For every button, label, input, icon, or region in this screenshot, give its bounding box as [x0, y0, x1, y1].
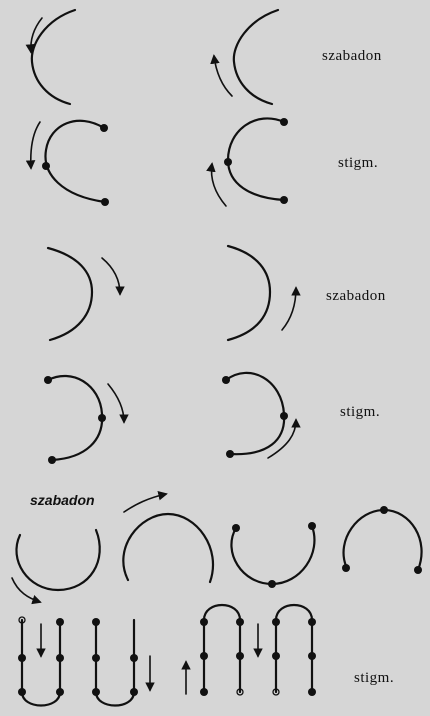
point	[380, 506, 388, 514]
label-row6: stigm.	[354, 670, 394, 687]
label-row1: szabadon	[322, 48, 382, 65]
arc-5d	[344, 510, 422, 570]
label-row4: stigm.	[340, 404, 380, 421]
point	[280, 196, 288, 204]
point	[200, 618, 208, 626]
arrow-3-right	[282, 288, 296, 330]
rc-curve-3-left	[48, 248, 92, 340]
rc-curve-4-right	[226, 373, 284, 454]
point	[308, 618, 316, 626]
point	[280, 118, 288, 126]
arrow-5a	[12, 578, 40, 602]
point	[200, 688, 208, 696]
point	[42, 162, 50, 170]
rc-curve-4-left	[48, 376, 102, 460]
point	[222, 376, 230, 384]
point	[130, 688, 138, 696]
arrow-3-left	[102, 258, 120, 294]
point	[272, 618, 280, 626]
point	[342, 564, 350, 572]
point	[232, 524, 240, 532]
point	[308, 522, 316, 530]
arrow-2-right	[212, 164, 226, 206]
point	[280, 412, 288, 420]
loop-6c	[204, 605, 240, 620]
arrow-5b	[124, 494, 166, 512]
point	[308, 688, 316, 696]
point	[236, 652, 244, 660]
arrow-4-right	[268, 420, 296, 458]
loop-6a	[22, 692, 60, 706]
point	[268, 580, 276, 588]
arc-5c	[231, 526, 314, 584]
label-row5: szabadon	[30, 492, 95, 508]
c-curve-2-right	[228, 118, 284, 200]
c-curve-1-right	[234, 10, 278, 104]
point	[130, 654, 138, 662]
label-row3: szabadon	[326, 288, 386, 305]
point	[56, 618, 64, 626]
arrow-4-left	[108, 384, 124, 422]
point	[226, 450, 234, 458]
loop-6b	[96, 692, 134, 706]
point	[92, 618, 100, 626]
point	[18, 688, 26, 696]
point	[18, 654, 26, 662]
point	[101, 198, 109, 206]
point	[414, 566, 422, 574]
arrow-2-left	[31, 122, 40, 168]
point	[48, 456, 56, 464]
rc-curve-3-right	[228, 246, 270, 340]
arrow-1-right	[214, 56, 232, 96]
c-curve-2-left	[45, 121, 105, 202]
point	[308, 652, 316, 660]
label-row2: stigm.	[338, 155, 378, 172]
point	[56, 654, 64, 662]
point	[236, 618, 244, 626]
point	[224, 158, 232, 166]
arc-5a	[16, 530, 99, 590]
point	[92, 654, 100, 662]
arc-5b	[123, 514, 213, 582]
point	[272, 652, 280, 660]
point	[200, 652, 208, 660]
loop-6d	[276, 605, 312, 620]
point	[100, 124, 108, 132]
point	[92, 688, 100, 696]
point	[56, 688, 64, 696]
point	[44, 376, 52, 384]
point	[98, 414, 106, 422]
